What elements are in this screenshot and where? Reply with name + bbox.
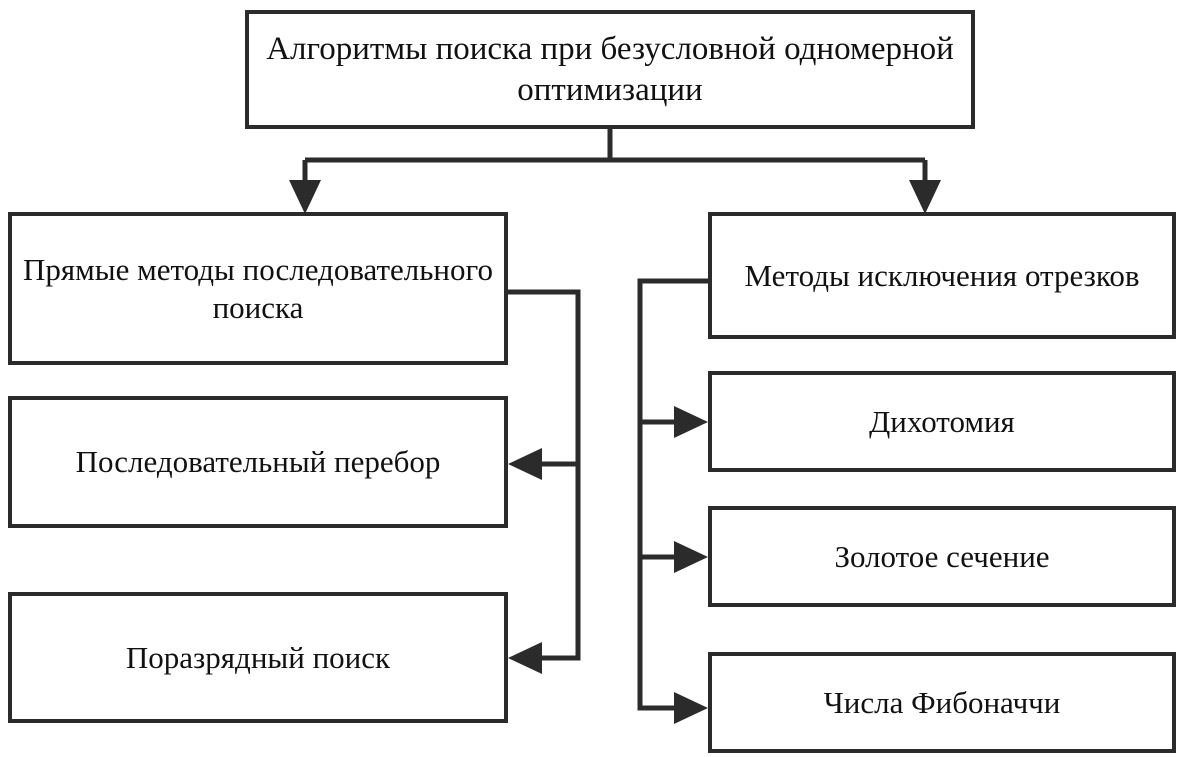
arrowhead-left-sequential [508,448,542,480]
arrowhead-down-right [909,180,941,214]
node-golden-section-label: Золотое сечение [834,538,1050,574]
node-fibonacci-numbers[interactable]: Числа Фибоначчи [708,652,1176,753]
node-golden-section[interactable]: Золотое сечение [708,506,1176,607]
node-bitwise-search-label: Поразрядный поиск [125,639,391,675]
node-dichotomy[interactable]: Дихотомия [708,371,1176,472]
node-fibonacci-numbers-label: Числа Фибоначчи [823,684,1061,720]
node-dichotomy-label: Дихотомия [869,403,1015,439]
node-bitwise-search[interactable]: Поразрядный поиск [8,592,508,723]
node-title[interactable]: Алгоритмы поиска при безусловной одномер… [245,10,975,129]
arrowhead-right-dichotomy [674,406,708,438]
node-segment-exclusion-methods-label: Методы исключения отрезков [744,257,1140,293]
node-segment-exclusion-methods[interactable]: Методы исключения отрезков [708,212,1176,339]
node-title-label: Алгоритмы поиска при безусловной одномер… [266,31,954,108]
node-direct-sequential-search[interactable]: Прямые методы последовательного поиска [8,212,508,365]
connector-right-bus [637,278,708,711]
arrowhead-down-left [289,180,321,214]
arrowhead-right-fibonacci [674,692,708,724]
node-sequential-enumeration-label: Последовательный перебор [75,444,441,480]
node-direct-sequential-search-label: Прямые методы последовательного поиска [23,251,493,325]
node-sequential-enumeration[interactable]: Последовательный перебор [8,396,508,528]
arrowhead-right-golden [674,541,708,573]
connector-left-bus [508,289,581,661]
arrowhead-left-bitwise [508,642,542,674]
